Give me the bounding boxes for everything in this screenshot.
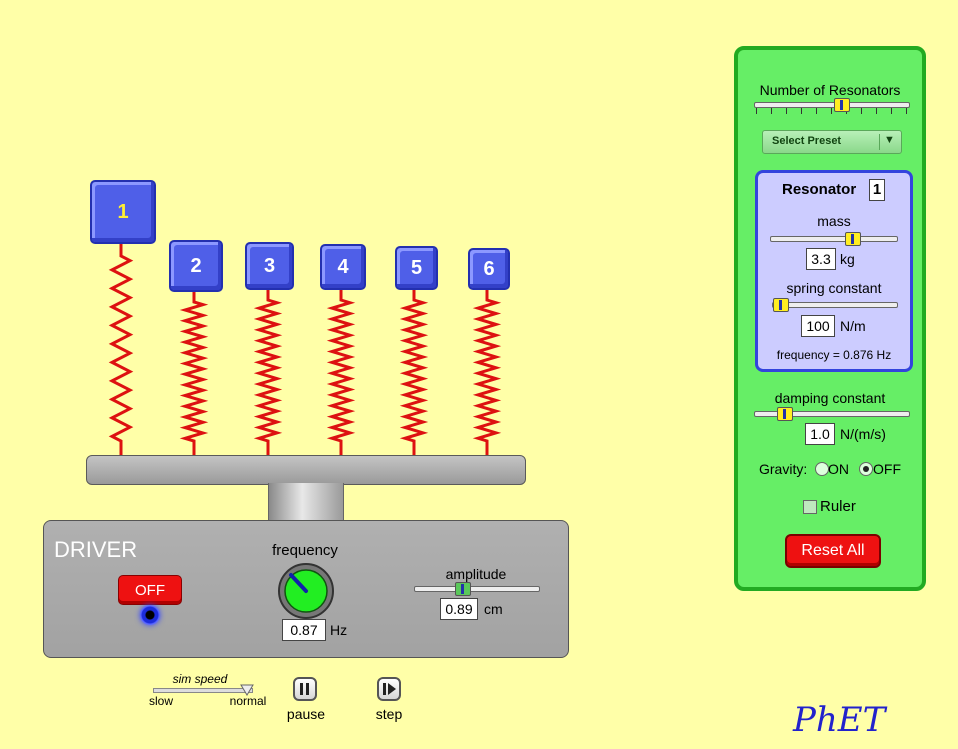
resonator-5-mass[interactable]: 5 [395,246,438,290]
damping-unit: N/(m/s) [840,426,886,442]
spring-5 [399,286,429,455]
resonator-3-mass[interactable]: 3 [245,242,294,290]
driver-frequency-unit: Hz [330,622,348,638]
mass-unit: kg [840,251,855,267]
step-button[interactable] [377,677,401,701]
damping-slider-thumb[interactable] [777,407,793,421]
resonator-6-label: 6 [483,257,495,280]
resonator-frequency-readout: frequency = 0.876 Hz [776,348,892,362]
pause-label: pause [286,706,326,722]
spring-4 [326,286,356,455]
spring-3 [253,286,283,455]
phet-logo[interactable]: PhET [793,700,886,740]
gravity-off-radio[interactable] [859,462,873,476]
resonator-springs [108,242,502,455]
control-panel: Number of Resonators Select Preset ▼ Res… [734,46,926,591]
preset-divider [879,134,880,150]
resonator-2-mass[interactable]: 2 [169,240,223,292]
sim-speed-slider-track[interactable] [153,688,253,693]
amplitude-slider-track[interactable] [414,586,540,592]
spring-constant-label: spring constant [786,280,882,296]
pause-button[interactable] [293,677,317,701]
damping-label: damping constant [774,390,886,406]
spring-2 [179,288,209,455]
num-resonators-slider-track[interactable] [754,102,910,108]
ruler-checkbox[interactable] [803,500,817,514]
chevron-down-icon: ▼ [884,134,895,146]
resonator-6-mass[interactable]: 6 [468,248,510,290]
driver-frequency-input[interactable]: 0.87 [282,619,326,641]
spring-1 [108,242,134,455]
step-label: step [375,706,403,722]
resonator-5-label: 5 [410,256,423,279]
gravity-off-label[interactable]: OFF [873,461,901,477]
reset-all-button[interactable]: Reset All [785,534,881,568]
step-icon [383,683,396,695]
amplitude-slider-thumb[interactable] [455,582,471,596]
sim-speed-normal-label: normal [229,694,267,708]
mass-slider-thumb[interactable] [845,232,861,246]
driver-frequency-label: frequency [272,542,338,559]
preset-label: Select Preset [772,135,842,147]
spring-constant-slider-thumb[interactable] [773,298,789,312]
ruler-label[interactable]: Ruler [820,498,856,515]
sim-speed-label: sim speed [172,672,228,686]
driver-led-indicator [140,605,160,625]
mass-slider-track[interactable] [770,236,898,242]
shaker-post [268,483,344,521]
resonator-3-label: 3 [263,254,276,277]
num-resonators-ticks [756,108,907,114]
resonator-2-label: 2 [190,254,202,277]
shaker-platform [86,455,526,485]
spring-6 [472,286,502,455]
driver-title: DRIVER [54,537,138,562]
damping-input[interactable]: 1.0 [805,423,835,445]
mass-input[interactable]: 3.3 [806,248,836,270]
damping-slider-track[interactable] [754,411,910,417]
gravity-label: Gravity: [759,461,808,477]
resonator-1-label: 1 [117,200,129,223]
resonator-title: Resonator [782,181,857,198]
sim-speed-slow-label: slow [148,694,173,708]
resonator-4-mass[interactable]: 4 [320,244,366,290]
spring-constant-input[interactable]: 100 [801,315,835,337]
frequency-knob[interactable] [276,561,336,621]
resonator-1-mass[interactable]: 1 [90,180,156,244]
driver-amplitude-label: amplitude [445,566,507,582]
resonator-4-label: 4 [337,255,349,278]
driver-amplitude-input[interactable]: 0.89 [440,598,478,620]
driver-amplitude-unit: cm [484,601,503,617]
resonator-number-field[interactable]: 1 [869,179,885,201]
driver-box: DRIVER OFF frequency 0.87 Hz amplitude 0… [43,520,569,658]
pause-icon [300,683,309,695]
spring-constant-slider-track[interactable] [772,302,898,308]
resonator-settings-box: Resonator 1 mass 3.3 kg spring constant … [755,170,913,372]
spring-constant-unit: N/m [840,318,866,334]
mass-label: mass [817,213,851,229]
num-resonators-label: Number of Resonators [759,82,901,98]
num-resonators-slider-thumb[interactable] [834,98,850,112]
driver-power-button[interactable]: OFF [118,575,182,605]
gravity-on-label[interactable]: ON [828,461,849,477]
preset-dropdown[interactable]: Select Preset ▼ [762,130,902,154]
sim-speed-slider-thumb[interactable] [240,684,254,696]
gravity-on-radio[interactable] [815,462,829,476]
